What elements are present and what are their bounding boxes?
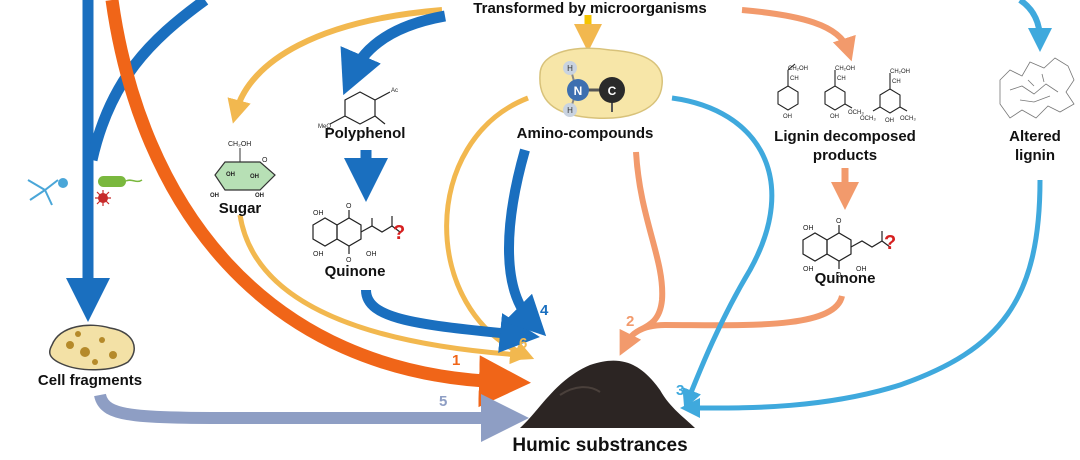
- altered-lignin-label: Altered lignin: [985, 127, 1080, 165]
- amino-compound-illustration: N C H H: [539, 47, 663, 119]
- arrow-amino-salmon: [633, 151, 666, 333]
- polyphenol-label: Polyphenol: [324, 125, 406, 142]
- quinone-left-o-1: O: [346, 203, 352, 210]
- polyphenol-ac: Ac: [391, 88, 398, 94]
- lignin-och3-1: OCH₃: [848, 110, 864, 116]
- arrow-pathway-4: [503, 148, 547, 337]
- quinone-right-oh-3: OH: [856, 266, 867, 273]
- lignin-monomer-structures: [777, 63, 908, 114]
- quinone-structure-right: [802, 225, 891, 269]
- amino-compounds-label: Amino-compounds: [516, 125, 654, 142]
- pathway-number-6: 6: [519, 335, 528, 352]
- lignin-oh-3: OH: [885, 118, 894, 124]
- arrow-amino-lightblue: [671, 95, 775, 410]
- quinone-right-o-1: O: [836, 218, 842, 225]
- arrow-to-polyphenol: [340, 10, 446, 96]
- pathway-number-2: 2: [626, 313, 635, 330]
- quinone-right-oh-2: OH: [803, 266, 814, 273]
- arrow-top-blue-curve: [86, 0, 209, 162]
- sugar-label: Sugar: [218, 200, 262, 217]
- arrow-to-altered-lignin: [1018, 0, 1052, 52]
- lignin-ch2oh-2: CH₂OH: [835, 66, 855, 72]
- amino-n-label: N: [574, 84, 583, 98]
- arrow-to-sugar: [227, 7, 443, 124]
- altered-lignin-polymer: [999, 57, 1075, 119]
- sugar-oh-4: OH: [255, 193, 264, 199]
- header-title: Transformed by microorganisms: [473, 0, 707, 17]
- microbe-icons: [27, 176, 143, 206]
- humic-substances-label: Humic substrances: [512, 435, 688, 456]
- lignin-ch-2: CH: [837, 76, 846, 82]
- lignin-ch-1: CH: [790, 76, 799, 82]
- lignin-oh-1: OH: [783, 114, 792, 120]
- lignin-products-label: Lignin decomposed products: [750, 127, 940, 165]
- quinone-structure-left: [312, 210, 401, 254]
- lignin-och3-3: OCH₃: [900, 116, 916, 122]
- cell-fragments-label: Cell fragments: [37, 372, 143, 389]
- quinone-right-oh-1: OH: [803, 225, 814, 232]
- arrow-to-lignin-products: [741, 7, 856, 62]
- lignin-products-line2: products: [812, 147, 878, 164]
- polyphenol-meo: MeO: [318, 124, 331, 130]
- lignin-products-line1: Lignin decomposed: [774, 128, 916, 145]
- pathway-number-1: 1: [452, 352, 461, 369]
- quinone-left-oh-1: OH: [313, 210, 324, 217]
- altered-lignin-line2: lignin: [1015, 147, 1055, 164]
- sugar-o: O: [262, 157, 268, 164]
- polyphenol-structure: [329, 91, 391, 125]
- arrow-pathway-1: [105, 0, 531, 408]
- altered-lignin-line1: Altered: [1009, 128, 1061, 145]
- quinone-left-oh-2: OH: [313, 251, 324, 258]
- quinone-left-oh-3: OH: [366, 251, 377, 258]
- arrow-quinone-to-humic: [361, 289, 540, 353]
- lignin-och3-2: OCH₃: [860, 116, 876, 122]
- quinone-right-o-2: O: [836, 272, 842, 279]
- lignin-ch2oh-3: CH₂OH: [890, 69, 910, 75]
- sugar-oh-2: OH: [250, 174, 259, 180]
- quinone-label-left: Quinone: [324, 263, 386, 280]
- pathway-number-5: 5: [439, 393, 448, 410]
- quinone-left-o-2: O: [346, 257, 352, 264]
- amino-h-label-top: H: [567, 64, 573, 73]
- lignin-ch2oh-1: CH₂OH: [788, 66, 808, 72]
- arrow-sugar-to-humic: [237, 214, 530, 365]
- question-mark-left: ?: [393, 222, 406, 244]
- pathway-number-4: 4: [540, 302, 549, 319]
- humic-soil-pile: [520, 360, 695, 428]
- lignin-ch-3: CH: [892, 79, 901, 85]
- sugar-oh-1: OH: [226, 172, 235, 178]
- arrow-pathway-3: [680, 179, 1043, 419]
- pathway-number-3: 3: [676, 382, 685, 399]
- amino-h-label-bottom: H: [567, 106, 573, 115]
- question-mark-right: ?: [884, 232, 897, 254]
- lignin-oh-2: OH: [830, 114, 839, 120]
- sugar-ch2oh: CH₂OH: [228, 141, 251, 148]
- sugar-structure: [214, 148, 276, 191]
- cell-fragments-illustration: [48, 324, 135, 371]
- quinone-label-right: Quinone: [814, 270, 876, 287]
- sugar-oh-3: OH: [210, 193, 219, 199]
- arrow-pathway-2: [619, 294, 845, 356]
- arrow-pathway-5: [94, 393, 529, 442]
- amino-c-label: C: [608, 84, 617, 98]
